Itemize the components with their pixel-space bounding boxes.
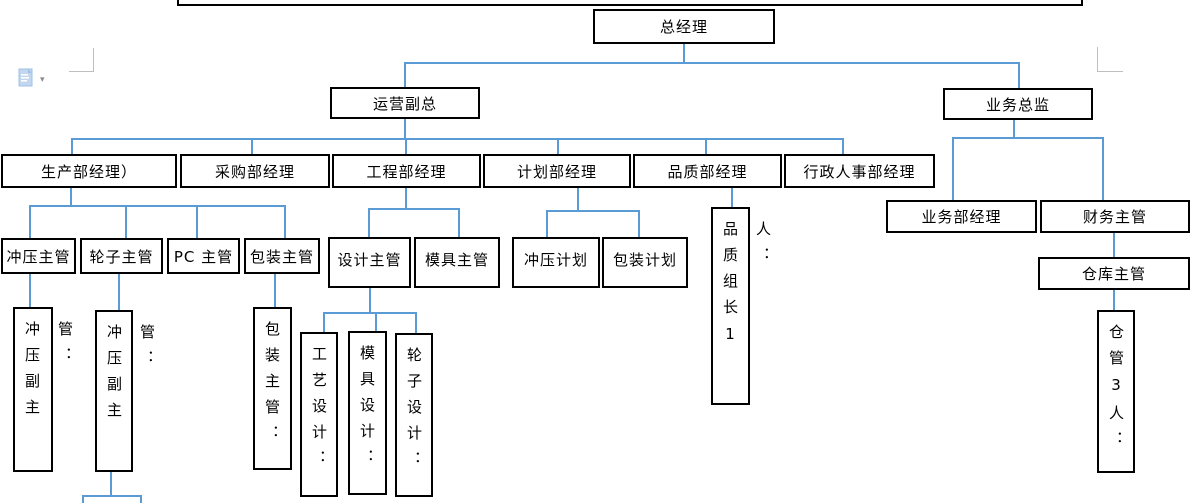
connector-line <box>71 138 844 140</box>
connector-line <box>82 495 84 503</box>
connector-line <box>405 138 407 154</box>
node-quality-group-leader[interactable]: 品质组长1人： <box>711 207 772 405</box>
connector-line <box>368 208 460 210</box>
connector-line <box>71 138 73 154</box>
connector-line <box>196 205 198 238</box>
connector-line <box>1113 233 1115 257</box>
connector-line <box>82 495 142 497</box>
connector-line <box>140 495 142 503</box>
connector-line <box>110 472 112 496</box>
connector-line <box>683 44 685 62</box>
node-packaging-supervisor[interactable]: 包装主管 <box>244 238 320 274</box>
node-stamping-planning[interactable]: 冲压计划 <box>512 237 600 288</box>
connector-line <box>705 138 707 154</box>
connector-line <box>368 208 370 237</box>
node-packaging-planning[interactable]: 包装计划 <box>602 237 688 288</box>
connector-line <box>29 274 31 307</box>
node-engineering-manager[interactable]: 工程部经理 <box>332 154 481 188</box>
node-quality-manager[interactable]: 品质部经理 <box>633 154 782 188</box>
connector-line <box>557 138 559 154</box>
node-stamping-deputy-supervisor-2[interactable]: 冲压副主管： <box>95 310 156 472</box>
connector-line <box>125 205 127 238</box>
connector-line <box>546 210 548 237</box>
node-business-director[interactable]: 业务总监 <box>943 88 1093 120</box>
node-design-supervisor[interactable]: 设计主管 <box>328 237 411 288</box>
connector-line <box>577 188 579 211</box>
node-general-manager[interactable]: 总经理 <box>593 9 775 44</box>
node-planning-manager[interactable]: 计划部经理 <box>483 154 631 188</box>
connector-line <box>323 312 417 314</box>
connector-line <box>842 138 844 154</box>
connector-line <box>952 137 954 200</box>
connector-line <box>29 205 286 207</box>
connector-line <box>1013 120 1015 138</box>
connector-line <box>458 208 460 237</box>
paste-dropdown-arrow-icon[interactable]: ▾ <box>40 74 45 85</box>
node-packaging-supervisor-vertical[interactable]: 包装主管： <box>253 307 292 470</box>
connector-line <box>638 210 640 237</box>
node-wheel-design[interactable]: 轮子设计： <box>395 333 433 497</box>
node-warehouse-keepers[interactable]: 仓管3人： <box>1097 310 1135 473</box>
connector-line <box>369 288 371 313</box>
node-production-manager[interactable]: 生产部经理） <box>1 154 177 188</box>
node-purchasing-manager[interactable]: 采购部经理 <box>180 154 330 188</box>
connector-line <box>404 62 1020 64</box>
node-process-design[interactable]: 工艺设计： <box>300 332 338 497</box>
connector-line <box>70 188 72 206</box>
connector-line <box>404 119 406 139</box>
connector-line <box>405 188 407 209</box>
connector-line <box>404 62 406 87</box>
connector-line <box>952 137 1104 139</box>
connector-line <box>731 188 733 207</box>
connector-line <box>251 138 253 154</box>
page-margin-mark-top-left-h <box>69 71 94 72</box>
page-margin-mark-top-right-v <box>1097 47 1098 72</box>
cropped-box-top[interactable] <box>177 0 1083 6</box>
connector-line <box>323 312 325 332</box>
paste-clipboard-icon <box>16 67 36 93</box>
connector-line <box>1018 62 1020 88</box>
connector-line <box>1102 137 1104 200</box>
node-finance-supervisor[interactable]: 财务主管 <box>1040 200 1190 233</box>
node-operations-vp[interactable]: 运营副总 <box>330 87 480 119</box>
node-admin-hr-manager[interactable]: 行政人事部经理 <box>784 154 935 188</box>
connector-line <box>29 205 31 238</box>
node-wheel-supervisor[interactable]: 轮子主管 <box>80 238 163 274</box>
node-business-dept-manager[interactable]: 业务部经理 <box>886 200 1037 233</box>
connector-line <box>274 274 276 307</box>
node-mold-design[interactable]: 模具设计： <box>348 331 387 495</box>
node-warehouse-supervisor[interactable]: 仓库主管 <box>1038 257 1190 290</box>
page-margin-mark-top-left-v <box>93 48 94 72</box>
page-margin-mark-top-right-h <box>1097 71 1123 72</box>
connector-line <box>546 210 640 212</box>
connector-line <box>415 312 417 333</box>
connector-line <box>1113 290 1115 310</box>
connector-line <box>375 312 377 331</box>
node-mold-supervisor[interactable]: 模具主管 <box>414 237 500 288</box>
connector-line <box>284 205 286 238</box>
node-stamping-supervisor[interactable]: 冲压主管 <box>1 238 76 274</box>
connector-line <box>118 274 120 310</box>
node-stamping-deputy-supervisor-1[interactable]: 冲压副主管： <box>13 307 74 472</box>
paste-options-button[interactable]: ▾ <box>16 66 54 94</box>
node-pc-supervisor[interactable]: PC 主管 <box>167 238 240 274</box>
